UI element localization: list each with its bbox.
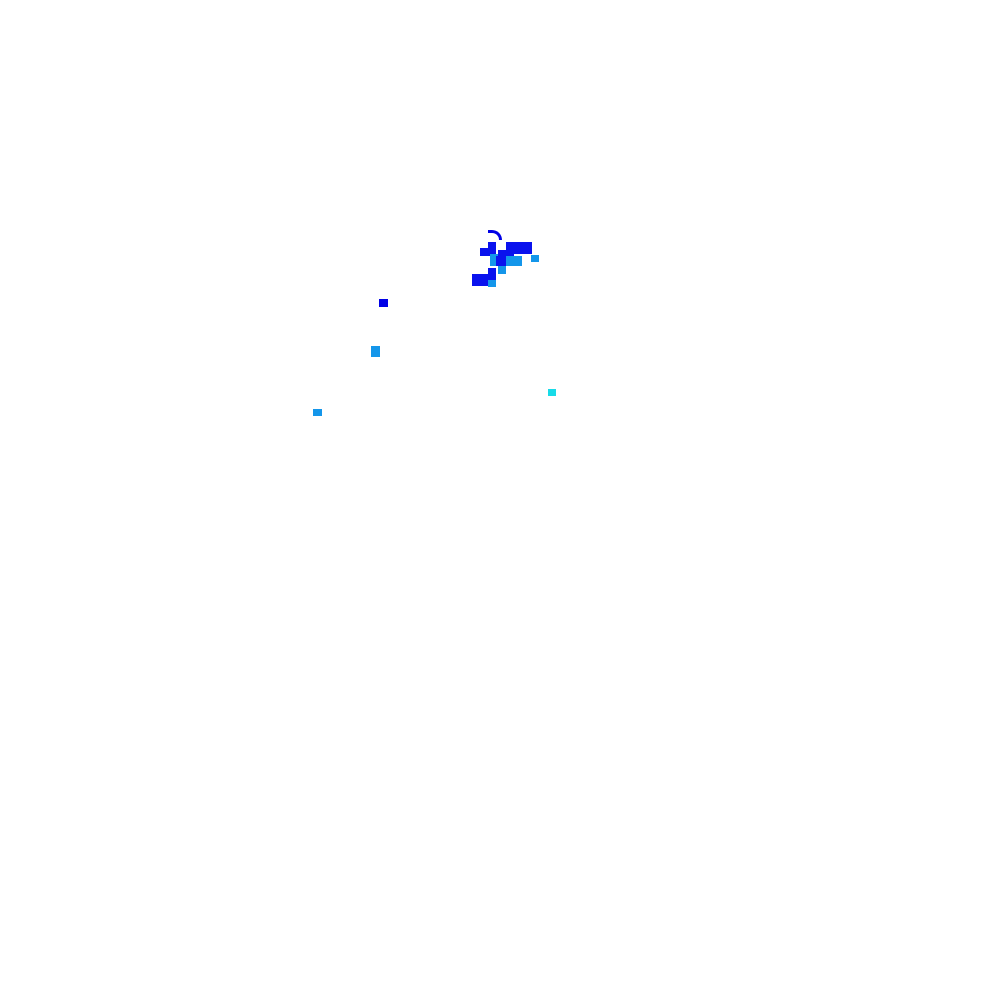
cluster-block-12 <box>531 255 539 262</box>
isolated-light-blue-square-upper <box>371 346 380 357</box>
cluster-block-8 <box>498 266 506 274</box>
small-arc-stroke <box>488 230 502 240</box>
isolated-cyan-square <box>548 389 556 396</box>
cluster-block-6 <box>506 256 522 266</box>
blue-pixel-cluster <box>470 228 542 290</box>
isolated-light-blue-square-lower <box>313 409 322 416</box>
cluster-block-4 <box>498 250 514 260</box>
cluster-block-2 <box>480 248 496 256</box>
cluster-block-9 <box>488 268 496 276</box>
isolated-dark-blue-square <box>379 299 388 307</box>
cluster-block-5 <box>490 254 498 266</box>
cluster-block-1 <box>488 242 496 250</box>
cluster-block-7 <box>496 256 506 266</box>
cluster-block-11 <box>488 280 496 287</box>
